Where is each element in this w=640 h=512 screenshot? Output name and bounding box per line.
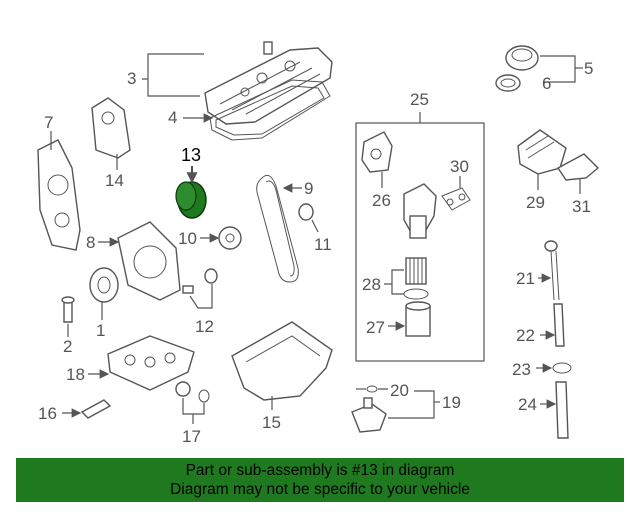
callout-15: 15 — [262, 413, 281, 432]
part-30-seal[interactable] — [441, 187, 471, 211]
part-11-idler[interactable] — [298, 203, 314, 221]
callout-11: 11 — [314, 235, 332, 254]
part-27-filter-cap[interactable] — [405, 301, 431, 337]
callout-7: 7 — [44, 113, 53, 132]
part-4-valve-cover-gasket[interactable] — [209, 79, 331, 141]
callout-18: 18 — [66, 365, 85, 384]
callout-5: 5 — [584, 59, 593, 78]
part-21-dipstick[interactable] — [544, 240, 560, 301]
callout-1: 1 — [96, 321, 105, 340]
callout-13: 13 — [181, 145, 201, 165]
callout-2: 2 — [63, 337, 72, 356]
part-23-o-ring[interactable] — [552, 362, 572, 374]
callout-22: 22 — [516, 326, 535, 345]
callout-20: 20 — [390, 381, 409, 400]
part-1-crank-pulley[interactable] — [89, 267, 119, 303]
callout-3: 3 — [127, 69, 136, 88]
callout-21: 21 — [516, 269, 535, 288]
part-2-bolt[interactable] — [61, 296, 75, 323]
part-10-tensioner[interactable] — [218, 226, 242, 250]
info-banner: Part or sub-assembly is #13 in diagram D… — [16, 458, 624, 502]
part-17-drain-plug[interactable] — [175, 381, 210, 403]
callout-8: 8 — [86, 233, 95, 252]
part-8-cover-plate[interactable] — [117, 221, 181, 301]
callout-4: 4 — [168, 108, 177, 127]
callout-31: 31 — [572, 197, 591, 216]
leader-19-20 — [378, 388, 435, 419]
part-filter-housing[interactable] — [403, 183, 437, 239]
part-26-housing-gasket[interactable] — [361, 131, 393, 173]
leader-5-6 — [540, 55, 576, 83]
part-20-o-ring[interactable] — [366, 385, 378, 393]
part-31-bracket[interactable] — [556, 153, 600, 181]
callout-9: 9 — [304, 179, 313, 198]
callout-25: 25 — [410, 90, 429, 109]
leader-12 — [189, 284, 213, 309]
part-19-oil-pressure-sensor[interactable] — [351, 397, 387, 433]
part-22-tube-upper[interactable] — [553, 303, 565, 347]
callout-10: 10 — [178, 229, 197, 248]
banner-line-1: Part or sub-assembly is #13 in diagram — [185, 462, 455, 479]
leader-28 — [384, 269, 404, 295]
callout-27: 27 — [366, 318, 385, 337]
callout-16: 16 — [38, 404, 57, 423]
callout-17: 17 — [182, 427, 201, 446]
callout-19: 19 — [442, 393, 461, 412]
part-15-oil-pan[interactable] — [231, 321, 333, 401]
callout-24: 24 — [518, 395, 537, 414]
callout-26: 26 — [372, 191, 391, 210]
part-12-hardware[interactable] — [182, 268, 218, 294]
part-24-tube-lower[interactable] — [555, 381, 569, 439]
part-6-cap-seal[interactable] — [495, 74, 521, 92]
part-18-pan-gasket[interactable] — [107, 335, 195, 391]
callout-6: 6 — [542, 74, 551, 93]
leader-11 — [311, 219, 319, 233]
part-7-timing-cover[interactable] — [37, 139, 81, 251]
callout-29: 29 — [526, 193, 545, 212]
part-5-oil-filler-cap[interactable] — [505, 45, 539, 71]
callout-12: 12 — [195, 317, 214, 336]
part-16-sealant[interactable] — [80, 399, 112, 419]
leader-3 — [142, 53, 204, 97]
part-9-drive-belt[interactable] — [256, 174, 299, 283]
part-13-highlighted[interactable] — [175, 181, 207, 219]
callout-23: 23 — [512, 360, 531, 379]
callout-30: 30 — [450, 157, 469, 176]
part-28-filter-element[interactable] — [403, 257, 429, 300]
leader-17 — [182, 398, 205, 424]
callout-14: 14 — [105, 171, 124, 190]
part-14-upper-timing-cover[interactable] — [91, 97, 131, 159]
banner-line-2: Diagram may not be specific to your vehi… — [170, 481, 470, 498]
callout-28: 28 — [362, 275, 381, 294]
